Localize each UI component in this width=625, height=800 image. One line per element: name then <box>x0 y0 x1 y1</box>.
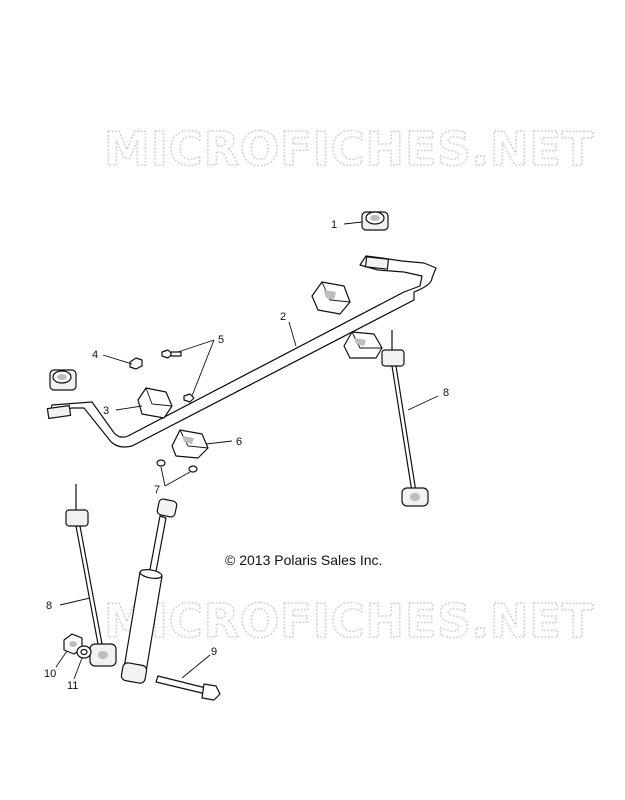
link-8-left <box>65 484 117 667</box>
bracket-3 <box>137 387 173 419</box>
callout-10: 10 <box>44 668 56 680</box>
washer-7a <box>156 459 166 467</box>
link-8-right <box>381 330 429 507</box>
bolt-9 <box>155 675 221 701</box>
bolt-5-lower <box>183 393 195 403</box>
shock-absorber <box>120 498 178 684</box>
stabilizer-bar <box>46 255 437 448</box>
callout-9: 9 <box>211 646 217 658</box>
callout-5: 5 <box>218 334 224 346</box>
callout-7: 7 <box>154 484 160 496</box>
bolt-5-upper <box>161 349 182 359</box>
clamp-6 <box>171 429 209 459</box>
bracket-right <box>343 331 383 359</box>
callout-2: 2 <box>280 311 286 323</box>
callout-4: 4 <box>92 349 98 361</box>
callout-11: 11 <box>67 680 78 692</box>
copyright-text: © 2013 Polaris Sales Inc. <box>225 552 382 568</box>
leader-lines <box>55 221 439 680</box>
callout-1: 1 <box>331 219 337 231</box>
callout-8-left: 8 <box>46 600 52 612</box>
bushing-top <box>361 211 389 231</box>
watermark-bottom: MICROFICHES.NET <box>104 594 594 648</box>
bushing-left <box>49 369 77 391</box>
nut-4 <box>129 357 143 370</box>
callout-3: 3 <box>103 405 109 417</box>
washer-11 <box>76 645 92 659</box>
callout-8-right: 8 <box>443 387 449 399</box>
bracket-top <box>311 281 351 315</box>
callout-6: 6 <box>236 436 242 448</box>
washer-7b <box>188 465 198 473</box>
watermark-top: MICROFICHES.NET <box>104 122 594 176</box>
